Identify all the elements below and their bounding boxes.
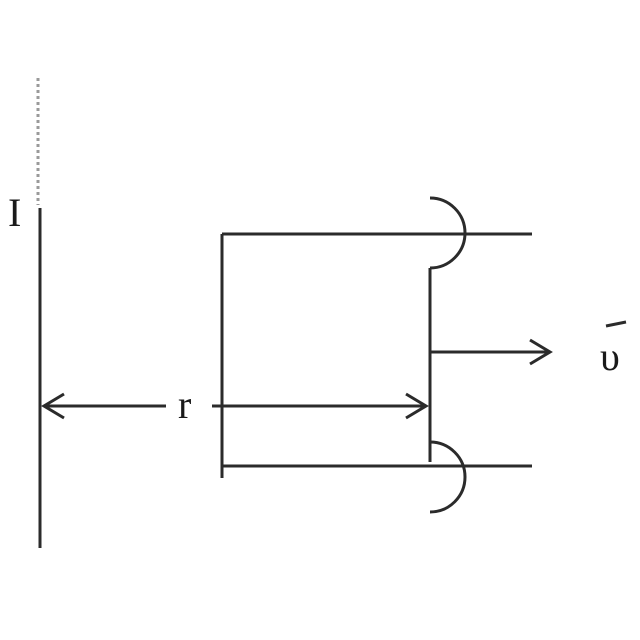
distance-label: r (178, 382, 191, 427)
rod-top-contact-arc (429, 196, 467, 270)
rod-bottom-contact-arc (429, 440, 467, 514)
rails (220, 232, 532, 478)
sliding-rod (428, 196, 467, 514)
velocity-vector-bar (605, 320, 627, 328)
distance-arrow (41, 392, 429, 420)
distance-arrowhead-left (41, 392, 65, 420)
velocity-arrowhead (529, 338, 553, 366)
current-wire (36, 78, 42, 548)
velocity-label-group: υ (600, 320, 627, 379)
current-label: I (8, 190, 21, 235)
velocity-label: υ (600, 334, 620, 379)
distance-arrowhead-right (405, 392, 429, 420)
velocity-arrow (430, 338, 553, 366)
